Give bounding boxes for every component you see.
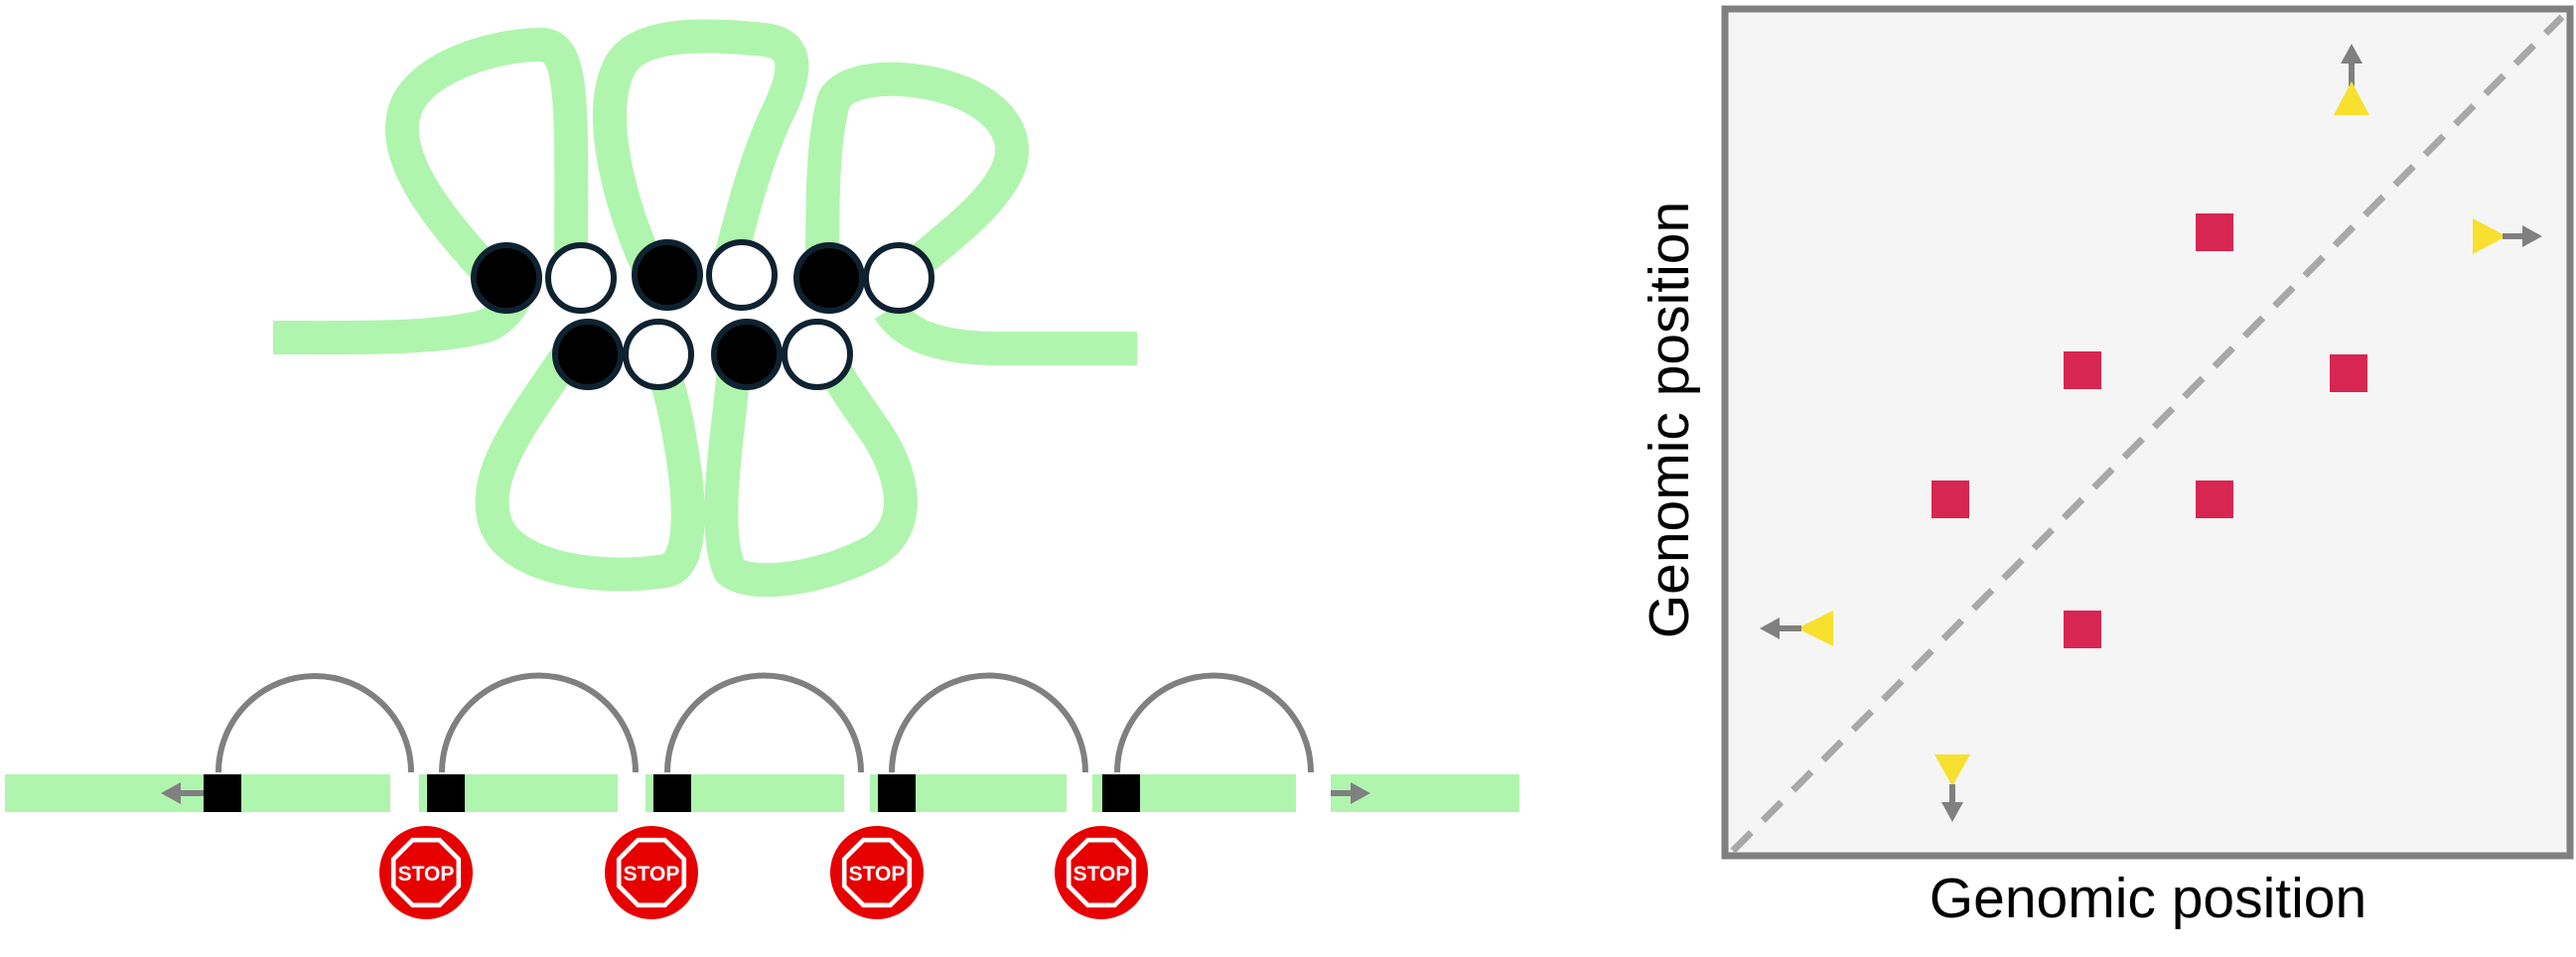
stop-sign-label: STOP	[849, 863, 906, 886]
anchor-open	[706, 239, 778, 311]
diagonal-line	[1730, 14, 2565, 854]
stop-sign-label: STOP	[398, 863, 455, 886]
ctcf-site	[653, 774, 691, 812]
anchor-filled	[552, 319, 624, 390]
ctcf-sites	[204, 774, 1140, 812]
ctcf-site	[1102, 774, 1140, 812]
chromatin-loop-lower-1	[475, 347, 705, 592]
extrusion-arcs	[215, 672, 1314, 773]
triangle-icon	[2334, 81, 2369, 115]
loop-peak	[2064, 351, 2101, 389]
chromatin-loop-lower-2	[704, 350, 918, 598]
anchor-open	[863, 242, 934, 314]
anchor-filled	[632, 239, 703, 311]
triangle-icon	[2473, 218, 2506, 254]
extrusion-arc	[439, 672, 639, 773]
anchor-open	[545, 242, 617, 314]
arrow-icon-up	[2341, 44, 2362, 64]
extrusion-arc	[1114, 672, 1314, 773]
extrusion-arc	[889, 672, 1088, 773]
stop-sign-octagon	[621, 842, 682, 903]
loop-peak	[2330, 354, 2367, 392]
stop-sign-icon: STOP	[605, 826, 698, 919]
stripe-markers	[1760, 44, 2542, 822]
loop-peak	[1932, 480, 1969, 518]
anchor-filled	[471, 242, 542, 314]
arrow-icon-right	[2522, 225, 2542, 247]
extrusion-arc	[664, 672, 864, 773]
arrow-icon-down	[1941, 802, 1963, 822]
triangle-icon	[1934, 754, 1970, 786]
ctcf-site	[204, 774, 241, 812]
anchor-filled	[793, 242, 865, 314]
chromatin-loop-upper-3	[805, 62, 1029, 296]
chromatin-loop-upper-2	[592, 19, 809, 291]
linear-chromatin-track	[5, 774, 1519, 812]
stop-sign-icon: STOP	[830, 826, 924, 919]
track-arrows	[161, 782, 1370, 804]
contact-map: Genomic position Genomic position	[1638, 5, 2574, 930]
loop-peak	[2064, 611, 2101, 648]
stop-signs: STOP STOP STOP STOP	[379, 826, 1148, 919]
triangle-icon	[1797, 611, 1833, 646]
loop-peaks	[1932, 213, 2367, 648]
loop-peak	[2196, 480, 2233, 518]
arrow-icon-left	[1760, 617, 1780, 639]
anchor-open	[782, 319, 853, 390]
chromatin-loop-upper-1	[384, 28, 589, 295]
stop-sign-icon: STOP	[379, 826, 473, 919]
arrow-icon-left	[161, 782, 181, 804]
loop-peak	[2196, 213, 2233, 251]
stop-sign-label: STOP	[624, 863, 680, 886]
extrusion-arc	[215, 673, 414, 773]
stop-sign-octagon	[846, 842, 908, 903]
stop-sign-label: STOP	[1073, 863, 1130, 886]
ctcf-site	[427, 774, 465, 812]
arrow-icon-right	[1351, 782, 1370, 804]
ctcf-site	[878, 774, 916, 812]
chromatin-tail-right	[874, 300, 1137, 365]
anchor-filled	[711, 319, 783, 390]
stop-sign-octagon	[395, 842, 457, 903]
chromatin-rosette	[272, 19, 1137, 598]
anchor-open	[623, 319, 694, 390]
loop-anchors	[471, 239, 934, 390]
stop-sign-icon: STOP	[1055, 826, 1148, 919]
y-axis-label: Genomic position	[1638, 202, 1701, 638]
stop-sign-octagon	[1071, 842, 1132, 903]
x-axis-label: Genomic position	[1930, 867, 2366, 930]
